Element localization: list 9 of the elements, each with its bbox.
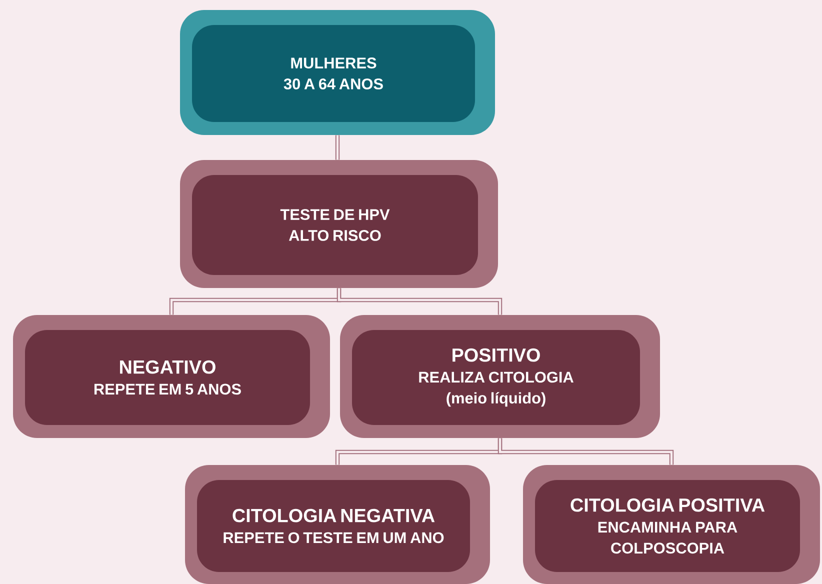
flow-box: POSITIVO REALIZA CITOLOGIA (meio líquido) — [340, 315, 660, 438]
connector-line — [498, 438, 674, 465]
flow-box: NEGATIVO REPETE EM 5 ANOS — [13, 315, 330, 438]
flow-box: CITOLOGIA NEGATIVA REPETE O TESTE EM UM ANO — [185, 465, 490, 584]
connector-line — [335, 135, 340, 160]
flow-box: TESTE DE HPV ALTO RISCO — [180, 160, 498, 288]
flow-box: CITOLOGIA POSITIVA ENCAMINHA PARA COLPOSCOPIA — [523, 465, 820, 584]
connector-line — [336, 288, 502, 315]
flow-box: MULHERES 30 A 64 ANOS — [180, 10, 495, 135]
